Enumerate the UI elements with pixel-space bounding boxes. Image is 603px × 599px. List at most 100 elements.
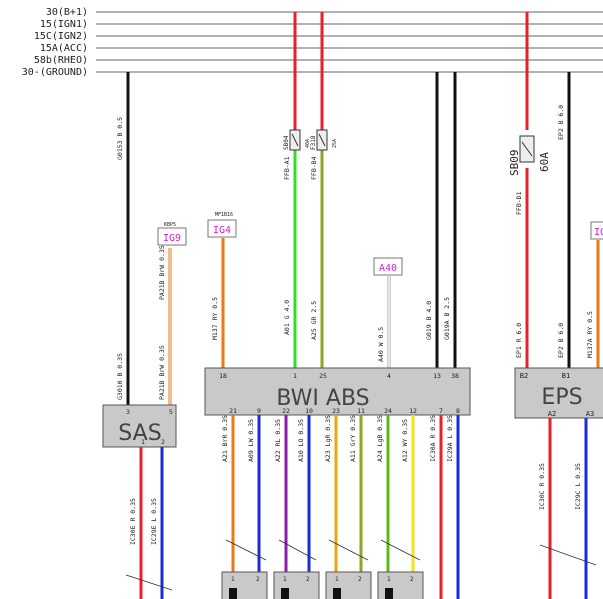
sensor-4-pin-2: 2 <box>410 576 414 583</box>
wire-label-pa21b: PA21B BrW 0.35 <box>158 245 166 300</box>
wire-label-ic30a: IC30A R 0.35 <box>429 415 437 462</box>
sas-pin-1: 1 <box>141 438 145 446</box>
abs-pin-22: 22 <box>282 407 290 415</box>
sensor-terminal-1 <box>229 588 237 599</box>
wire-label-a11: A11 GrY 0.35 <box>349 415 357 462</box>
ig4-top-label: MF1B16 <box>215 212 233 218</box>
wire-label-ic29c: IC29C L 0.35 <box>574 463 582 510</box>
abs-pin-4: 4 <box>387 372 391 380</box>
sensor-4-pin-1: 1 <box>387 576 391 583</box>
wire-label-a21: A21 BrR 0.35 <box>221 415 229 462</box>
module-sas <box>102 404 177 448</box>
sensor-terminal-4 <box>385 588 393 599</box>
abs-pin-18: 18 <box>219 372 227 380</box>
sas-pin-5: 5 <box>169 408 173 416</box>
wire-label-ep2: EP2 B 6.0 <box>557 323 565 358</box>
wire-label-ic30c: IC30C R 0.35 <box>538 463 546 510</box>
connector-a40 <box>373 257 403 276</box>
twist-marker-2 <box>278 539 317 561</box>
sensor-2-pin-2: 2 <box>306 576 310 583</box>
sensor-3-pin-1: 1 <box>335 576 339 583</box>
wire-label-pa21b-2: PA21B BrW 0.35 <box>158 345 166 400</box>
fuse-sb09-rating: 60A <box>538 152 551 172</box>
sensor-2-pin-1: 1 <box>283 576 287 583</box>
fuse-sb04-id: SB04 <box>283 135 290 150</box>
sensor-1-pin-1: 1 <box>231 576 235 583</box>
connector-a40-label: A40 <box>379 263 397 274</box>
fuse-f318-rating: 25A <box>332 139 338 148</box>
module-eps <box>514 367 603 419</box>
sensor-3-pin-2: 2 <box>358 576 362 583</box>
abs-sensor-wires: A21 BrR 0.35 A09 LW 0.35 A22 RL 0.35 A10… <box>221 415 460 599</box>
wire-label-m137a: M137A RY 0.5 <box>586 311 594 358</box>
fuse-sb09-id: SB09 <box>508 150 521 177</box>
abs-pin-13: 13 <box>433 372 441 380</box>
eps-pin-b2: B2 <box>520 372 528 380</box>
abs-pin-10: 10 <box>305 407 313 415</box>
fuse-sb04-element <box>291 133 299 147</box>
wire-label-a40: A40 W 0.5 <box>377 327 385 362</box>
abs-pin-12: 12 <box>409 407 417 415</box>
wire-label-a10: A10 LO 0.35 <box>297 419 305 462</box>
sas-pin-3: 3 <box>126 408 130 416</box>
module-eps-name: EPS <box>541 385 582 410</box>
sensor-1-pin-2: 2 <box>256 576 260 583</box>
twist-marker-3 <box>328 539 369 561</box>
abs-pin-1: 1 <box>293 372 297 380</box>
abs-pin-24: 24 <box>384 407 392 415</box>
sensor-connector-3 <box>325 571 372 599</box>
sas-pin-2: 2 <box>161 438 165 446</box>
rail-label-ground: 30-(GROUND) <box>22 67 88 78</box>
wire-label-a25: A25 GR 2.5 <box>310 301 318 340</box>
wire-label-ic30e: IC30E R 0.35 <box>129 498 137 545</box>
wire-label-ffb-d1: FFB-D1 <box>515 191 523 215</box>
wire-label-a22: A22 RL 0.35 <box>274 419 282 462</box>
ig9-top-label: KBP5 <box>164 222 176 228</box>
fuse-sb04-rating: 40A <box>305 139 311 148</box>
sensor-terminal-3 <box>333 588 341 599</box>
wire-label-ic29e: IC29E L 0.35 <box>150 498 158 545</box>
module-bwi-abs-name: BWI ABS <box>276 386 369 411</box>
wire-label-a01: A01 G 4.0 <box>283 300 291 335</box>
twist-marker-eps <box>539 544 597 566</box>
wire-label-g019a: G019A B 2.5 <box>443 297 451 340</box>
sensor-connector-1 <box>221 571 268 599</box>
abs-pin-25: 25 <box>319 372 327 380</box>
rail-label-ign2: 15C(IGN2) <box>34 31 88 42</box>
wire-label-ffb-a1: FFB-A1 <box>283 156 291 180</box>
rail-label-b1: 30(B+1) <box>46 7 88 18</box>
eps-pin-a3: A3 <box>586 410 594 418</box>
wire-label-g0153: G0153 B 0.5 <box>116 117 124 160</box>
sensor-connector-4 <box>377 571 424 599</box>
wire-label-g3010: G3010 B 0.35 <box>116 353 124 400</box>
connector-ig4-label: IG4 <box>213 225 231 236</box>
power-rails: 30(B+1) 15(IGN1) 15C(IGN2) 15A(ACC) 58b(… <box>22 7 603 78</box>
wire-label-a09: A09 LW 0.35 <box>247 419 255 462</box>
twist-marker-sas <box>125 574 173 591</box>
twist-marker-1 <box>225 539 267 561</box>
abs-pin-9: 9 <box>257 407 261 415</box>
twist-marker-4 <box>380 539 421 561</box>
sensor-connector-2 <box>273 571 320 599</box>
abs-bottom-pins: 21 9 22 10 23 11 24 12 7 8 <box>229 407 460 415</box>
abs-pin-8: 8 <box>456 407 460 415</box>
fuse-f318-id: F318 <box>310 135 317 150</box>
connector-ig-partial-label: IG <box>594 227 603 238</box>
abs-pin-23: 23 <box>332 407 340 415</box>
connector-ig9-label: IG9 <box>163 233 181 244</box>
connector-ig9 <box>157 227 187 246</box>
wire-label-ep1: EP1 R 6.0 <box>515 323 523 358</box>
abs-pin-7: 7 <box>439 407 443 415</box>
module-sas-name: SAS <box>118 421 161 446</box>
wire-label-m137: M137 RY 0.5 <box>211 297 219 340</box>
wire-label-ffb-b4: FFB-B4 <box>310 156 318 180</box>
wheel-sensor-connectors: 1 2 1 2 1 2 1 2 <box>221 571 424 599</box>
fuse-f318-element <box>318 133 326 147</box>
connector-ig-partial <box>590 221 603 240</box>
abs-pin-38: 38 <box>451 372 459 380</box>
abs-pin-21: 21 <box>229 407 237 415</box>
eps-pin-a2: A2 <box>548 410 556 418</box>
connector-ig4 <box>207 219 237 238</box>
eps-pin-b1: B1 <box>562 372 570 380</box>
